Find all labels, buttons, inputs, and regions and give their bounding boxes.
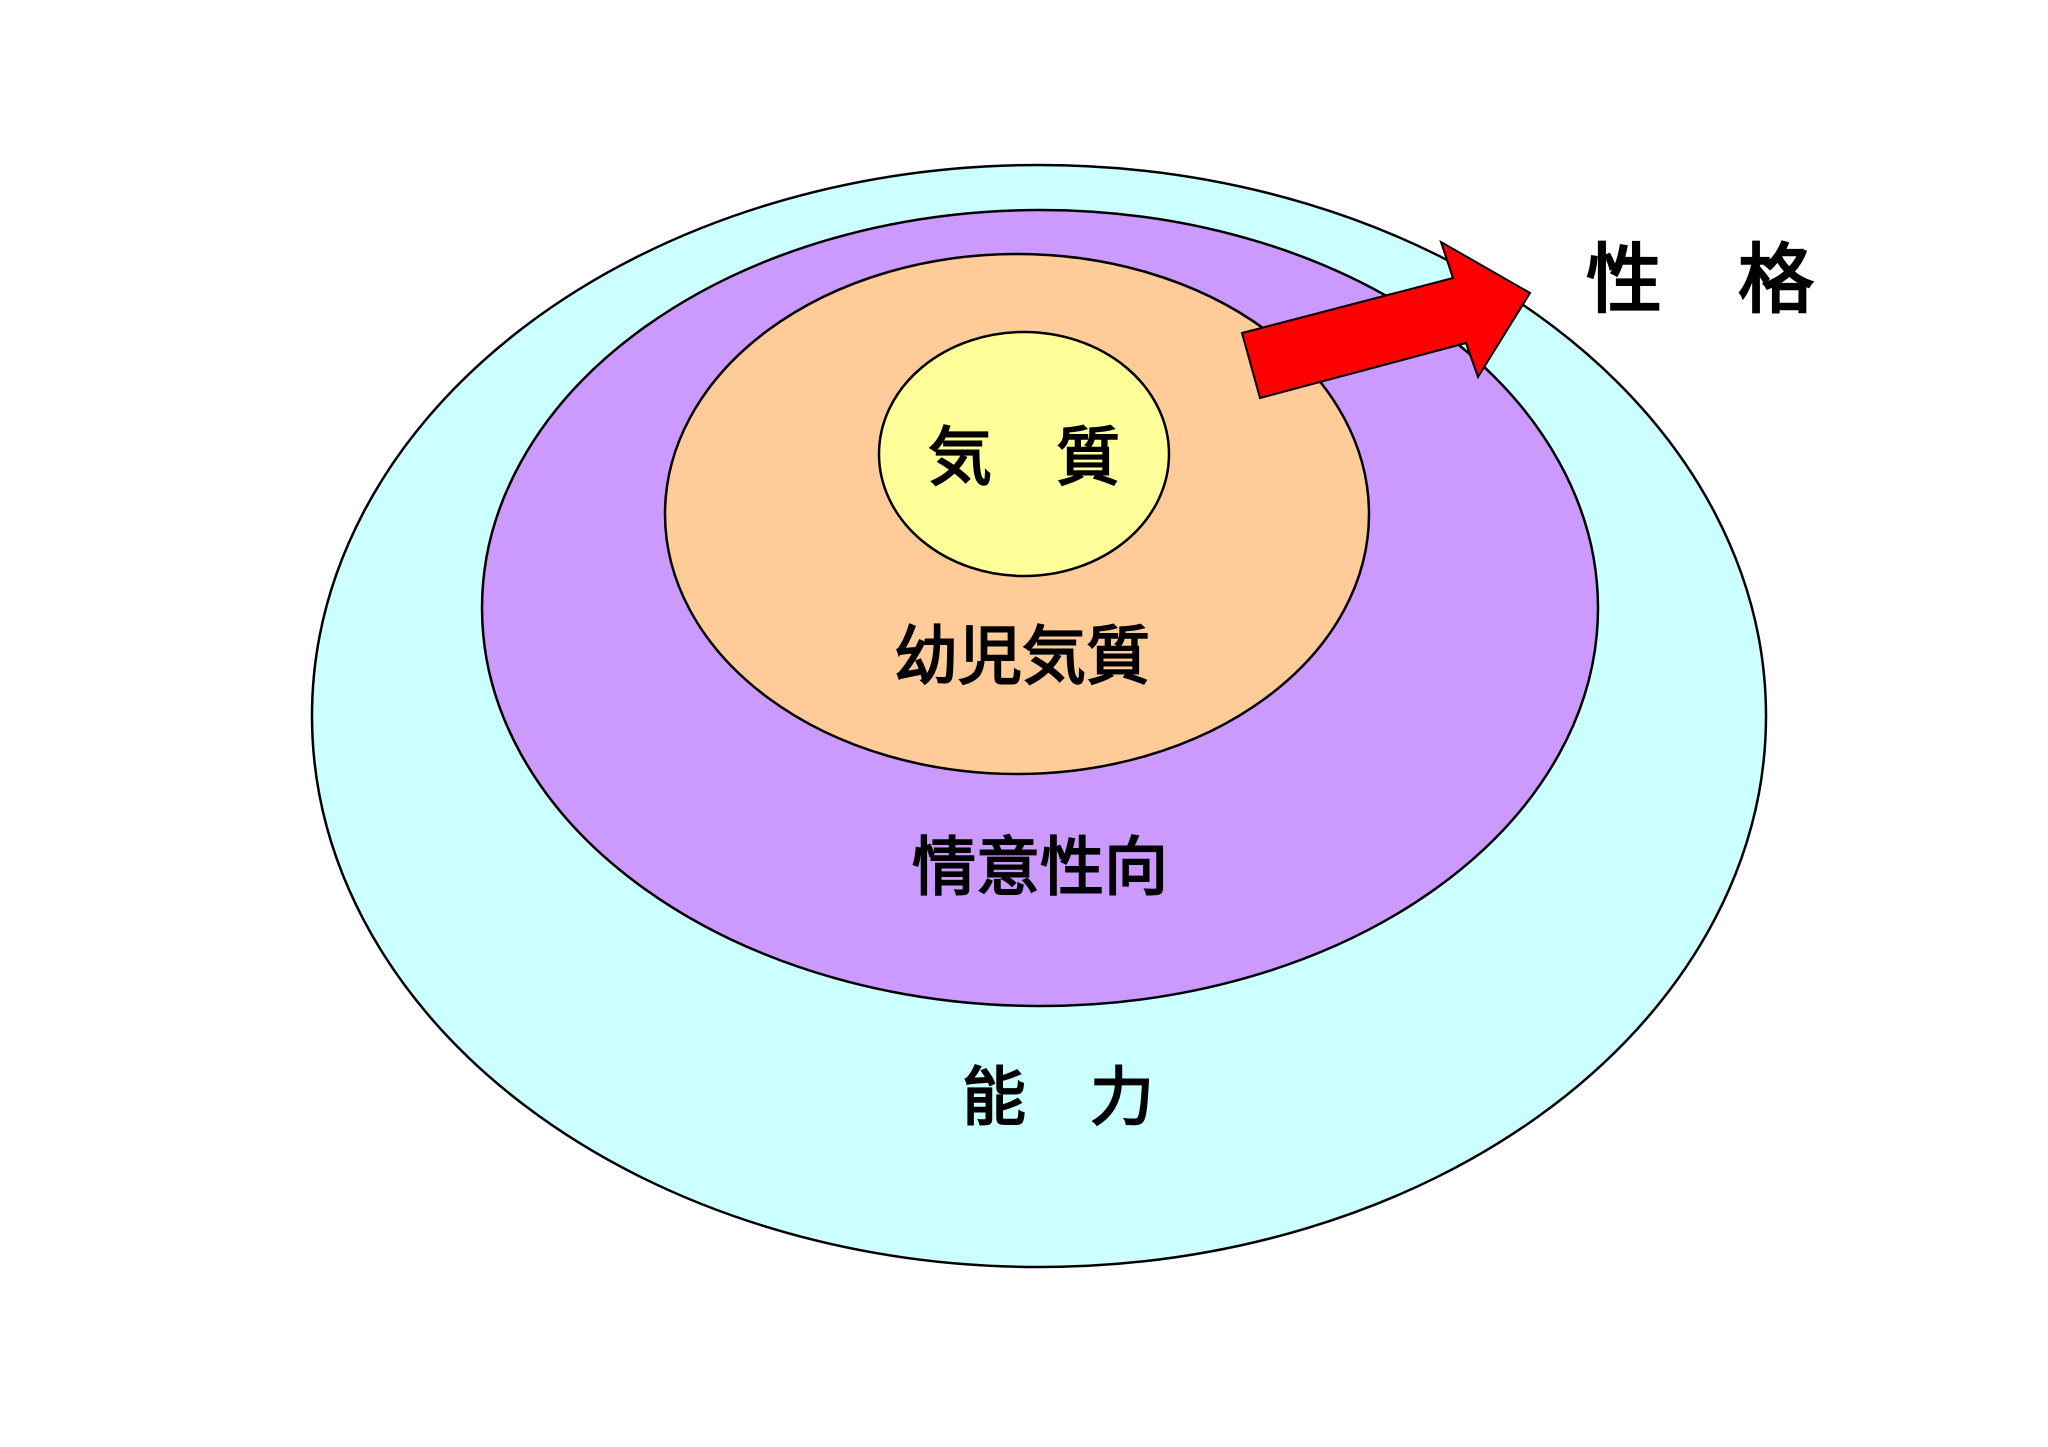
label-infant-temperament: 幼児気質: [894, 621, 1150, 695]
label-core-temperament: 気 質: [928, 422, 1120, 496]
label-ability: 能 力: [962, 1062, 1154, 1136]
label-affective-disposition: 情意性向: [912, 832, 1168, 906]
core-temperament: [877, 330, 1171, 578]
label-personality: 性 格: [1586, 235, 1815, 324]
arrow-to-personality: [1240, 239, 1532, 400]
